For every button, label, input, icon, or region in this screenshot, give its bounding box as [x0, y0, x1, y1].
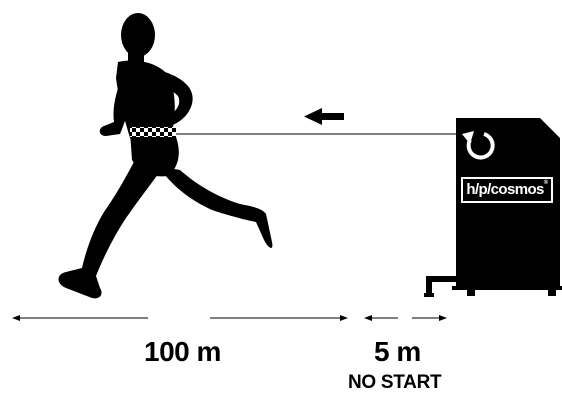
runner-rear-leg: [158, 166, 272, 248]
runner-front-leg: [59, 150, 165, 298]
retract-arrow-icon: [304, 108, 344, 125]
no-start-label: NO START: [348, 372, 441, 394]
runner-belt: [130, 127, 176, 137]
device-body: [456, 118, 560, 290]
device-leg-mid: [467, 289, 475, 296]
runner-silhouette: [59, 13, 273, 298]
device-foot-left: [426, 276, 456, 294]
device-box: [424, 118, 562, 297]
distance-buffer-label: 5 m: [374, 336, 421, 368]
brand-text: h/p/cosmos: [466, 181, 543, 198]
device-leg-left: [424, 293, 434, 297]
distance-main-label: 100 m: [144, 336, 221, 368]
brand-logo: h/p/cosmos®: [461, 177, 553, 203]
dimension-100m: [12, 315, 348, 321]
device-leg-right: [548, 289, 556, 296]
dimension-5m: [364, 315, 447, 321]
brand-registered-mark: ®: [544, 180, 548, 186]
